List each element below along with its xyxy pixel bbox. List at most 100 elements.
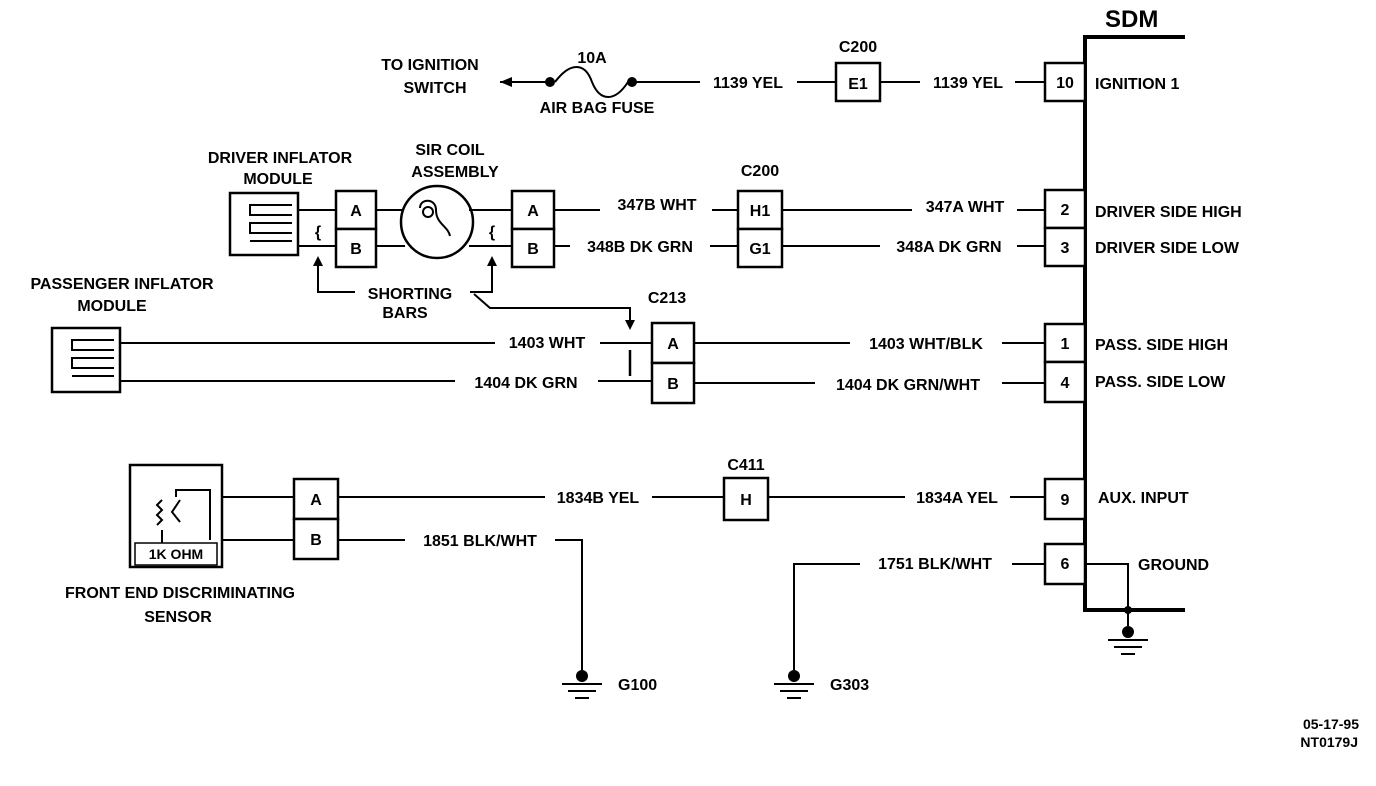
shorting-bars-label-1: SHORTING: [368, 286, 452, 303]
arrow-down-icon: [625, 320, 635, 330]
sdm-pin-4-number: 4: [1061, 375, 1070, 392]
passenger-connector-a: [650, 321, 696, 365]
ignition-wire-right-label: 1139 YEL: [933, 75, 1003, 92]
sensor-ground-wire-b: [555, 539, 583, 676]
ignition-switch-label-2: SWITCH: [403, 80, 466, 97]
sensor-connector-cavity: [722, 476, 770, 522]
shorting-bar-leader-left: [317, 262, 355, 293]
sensor-resistor-label: 1K OHM: [149, 546, 203, 562]
passenger-cavity-b: B: [667, 376, 679, 393]
sir-coil-label-1: SIR COIL: [415, 142, 485, 159]
passenger-connector-name: C213: [648, 290, 686, 307]
arrow-up-icon: [313, 256, 323, 266]
shorting-bar-leader-right: [470, 262, 493, 293]
sdm-ground-wire-a: [793, 563, 860, 676]
driver-high-right-label: 347A WHT: [926, 199, 1005, 216]
fuse-name: AIR BAG FUSE: [540, 100, 655, 117]
sir-coil-assembly: [399, 184, 475, 260]
passenger-cavity-a: A: [667, 336, 679, 353]
ground-g100-label: G100: [618, 677, 657, 694]
driver-shorting-bar-left: {: [315, 224, 321, 241]
sdm-pin-10-number: 10: [1056, 75, 1074, 92]
sdm-pin-1-number: 1: [1061, 336, 1070, 353]
passenger-high-right-label: 1403 WHT/BLK: [869, 336, 983, 353]
sdm-pin-3-number: 3: [1061, 240, 1070, 257]
fuse-icon: [554, 66, 629, 98]
sdm-pin-2-label: DRIVER SIDE HIGH: [1095, 204, 1242, 221]
sdm-title: SDM: [1105, 6, 1158, 33]
sensor-signal-left-label: 1834B YEL: [557, 490, 640, 507]
sir-coil-loop: [422, 206, 434, 218]
driver-module-pin-b: [334, 227, 378, 269]
coil-pin-b: [510, 227, 556, 269]
driver-module-label-2: MODULE: [243, 171, 313, 188]
ground-icon: [774, 670, 814, 699]
ignition-circuit: TO IGNITION SWITCH 10A AIR BAG FUSE 1139…: [381, 39, 1045, 117]
sensor-name-1: FRONT END DISCRIMINATING: [65, 585, 295, 602]
ignition-connector-cavity: [834, 61, 882, 103]
driver-high-left-label: 347B WHT: [617, 197, 696, 214]
passenger-module-label-2: MODULE: [77, 298, 147, 315]
sensor-internal-wire-a: [175, 489, 211, 540]
arrow-up-icon: [487, 256, 497, 266]
fuse-terminal-left: [545, 77, 555, 87]
footer-date: 05-17-95: [1303, 716, 1359, 732]
ignition-connector-name: C200: [839, 39, 877, 56]
ground-g303-label: G303: [830, 677, 869, 694]
sdm-pin-3-label: DRIVER SIDE LOW: [1095, 240, 1240, 257]
sdm-block: SDM 10 IGNITION 1 2 DRIVER SIDE HIGH 3 D…: [1043, 6, 1242, 655]
passenger-circuit: PASSENGER INFLATOR MODULE 1403 WHT 1404 …: [30, 276, 1045, 405]
sir-coil-label-2: ASSEMBLY: [411, 164, 499, 181]
driver-low-left-label: 348B DK GRN: [587, 239, 693, 256]
driver-circuit: DRIVER INFLATOR MODULE { A B SIR COIL AS…: [208, 142, 1045, 330]
sir-coil-icon: [419, 199, 451, 237]
passenger-high-left-label: 1403 WHT: [509, 335, 586, 352]
sensor-pin-b-label: B: [310, 532, 322, 549]
sdm-pin-6-label: GROUND: [1138, 557, 1209, 574]
sensor-switch-icon: [155, 499, 181, 526]
ground-g303: 1751 BLK/WHT G303: [774, 556, 1045, 699]
coil-pin-b-label: B: [527, 241, 539, 258]
footer-code: NT0179J: [1300, 734, 1358, 750]
ignition-wire-left-label: 1139 YEL: [713, 75, 783, 92]
passenger-low-right-label: 1404 DK GRN/WHT: [836, 377, 980, 394]
coil-pin-a-label: A: [527, 203, 539, 220]
sdm-pin-4: [1043, 360, 1087, 404]
shorting-bars-label-2: BARS: [382, 305, 428, 322]
driver-inflator-icon: [249, 204, 292, 242]
sdm-pin-10-label: IGNITION 1: [1095, 76, 1180, 93]
ground-icon: [562, 670, 602, 699]
ground-g100: G100: [562, 670, 657, 699]
sdm-outline: [1083, 35, 1185, 612]
sdm-ground-icon: [1108, 626, 1148, 655]
sdm-ground-wire-label: 1751 BLK/WHT: [878, 556, 992, 573]
sensor-ground-wire-label: 1851 BLK/WHT: [423, 533, 537, 550]
sdm-internal-ground-wire: [1085, 563, 1129, 610]
sdm-pin-1-label: PASS. SIDE HIGH: [1095, 337, 1228, 354]
fuse-rating: 10A: [577, 50, 607, 67]
sdm-pin-6-number: 6: [1061, 556, 1070, 573]
sensor-resistor-box: [134, 542, 218, 566]
ignition-cavity-label: E1: [848, 76, 868, 93]
driver-connector-name: C200: [741, 163, 779, 180]
sdm-pin-9: [1043, 477, 1087, 521]
sdm-pin-2-number: 2: [1061, 202, 1070, 219]
sensor-pin-a-label: A: [310, 492, 322, 509]
sensor-connector-name: C411: [727, 457, 764, 474]
driver-module-label-1: DRIVER INFLATOR: [208, 150, 353, 167]
driver-module-pin-b-label: B: [350, 241, 362, 258]
sensor-cavity-label: H: [740, 492, 752, 509]
sensor-name-2: SENSOR: [144, 609, 212, 626]
ignition-switch-label-1: TO IGNITION: [381, 57, 478, 74]
sensor-signal-right-label: 1834A YEL: [916, 490, 998, 507]
shorting-bar-leader-c213: [473, 293, 631, 322]
driver-module-pin-a-label: A: [350, 203, 362, 220]
sdm-pin-9-label: AUX. INPUT: [1098, 490, 1189, 507]
driver-shorting-bar-right: {: [489, 224, 495, 241]
sensor-circuit: 1K OHM FRONT END DISCRIMINATING SENSOR A…: [65, 457, 1045, 676]
passenger-inflator-icon: [71, 339, 114, 377]
sdm-pin-9-number: 9: [1061, 492, 1070, 509]
sdm-pin-4-label: PASS. SIDE LOW: [1095, 374, 1226, 391]
driver-cavity-g1: G1: [749, 241, 770, 258]
